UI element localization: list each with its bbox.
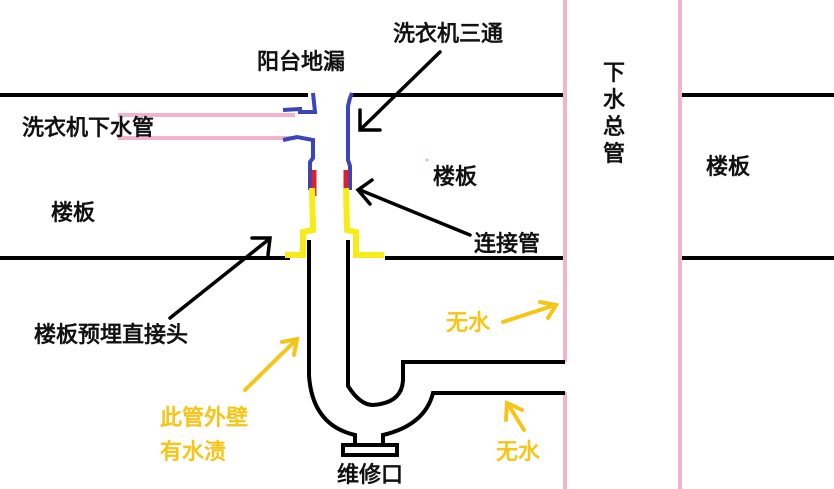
washer-drain-hose-label: 洗衣机下水管 — [22, 116, 155, 141]
annotation-arrows — [243, 300, 560, 432]
washer-tee — [282, 92, 354, 190]
washer-drain-hose — [118, 113, 295, 140]
cleanout-label: 维修口 — [337, 463, 404, 488]
connector-pipe — [311, 170, 349, 196]
p-trap-pipe — [307, 240, 565, 457]
stray-dot — [425, 158, 429, 162]
black-arrows — [168, 50, 472, 320]
washer-tee-label: 洗衣机三通 — [393, 22, 504, 47]
floor-slab-lines — [0, 93, 834, 260]
main-stack-pipe — [563, 0, 682, 489]
main-stack-label: 下水总管 — [602, 61, 625, 167]
embedded-joint-label: 楼板预埋直接头 — [34, 323, 189, 348]
wet-wall-label-line2: 有水渍 — [160, 440, 227, 465]
slab-right-label: 楼板 — [706, 155, 751, 180]
connector-label: 连接管 — [474, 232, 541, 257]
slab-left-label: 楼板 — [51, 201, 96, 226]
no-water-label-upper: 无水 — [446, 311, 491, 336]
wet-wall-label-line1: 此管外壁 — [160, 406, 249, 431]
floor-drain-label: 阳台地漏 — [257, 50, 346, 75]
slab-center-label: 楼板 — [433, 165, 478, 190]
embedded-joint — [285, 187, 384, 258]
no-water-label-lower: 无水 — [496, 440, 541, 465]
